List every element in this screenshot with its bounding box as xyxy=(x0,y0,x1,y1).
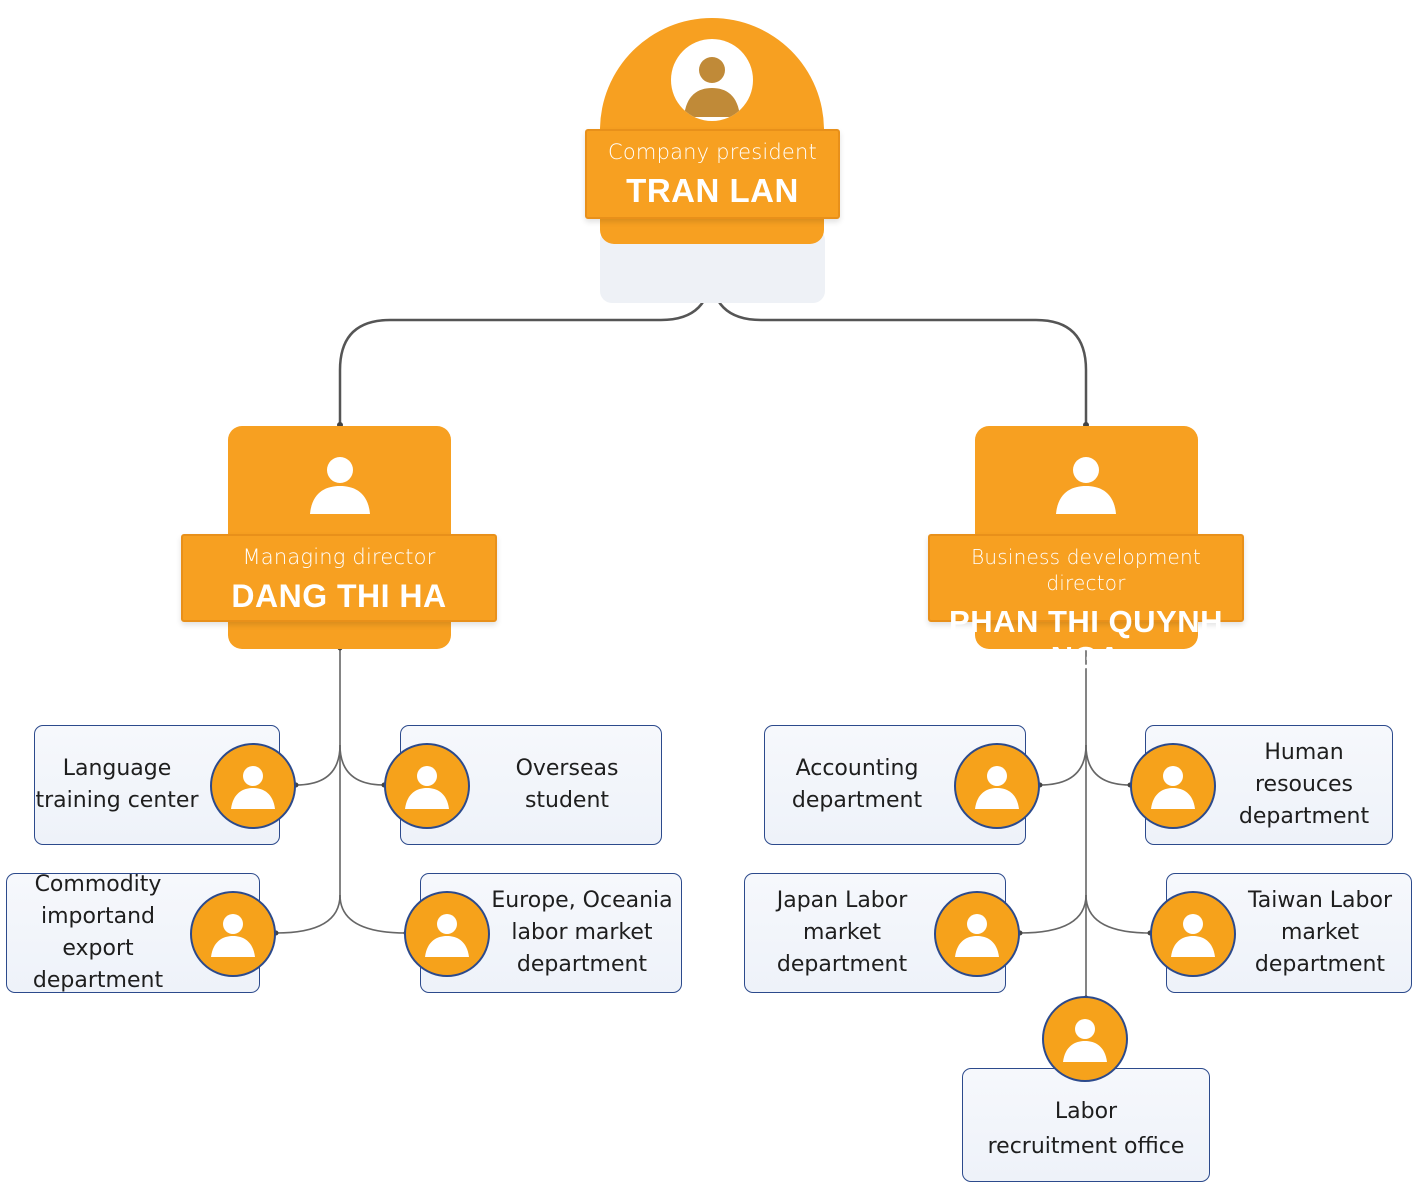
dept-label: Overseas student xyxy=(515,756,619,813)
user-icon xyxy=(404,891,490,977)
dept-label: Labor recruitment office xyxy=(987,1099,1185,1159)
dept-label: Europe, Oceania labor market department xyxy=(491,888,673,977)
president-role: Company president xyxy=(608,140,817,164)
president-banner: Company president TRAN LAN xyxy=(585,129,840,219)
user-icon xyxy=(310,457,370,514)
business-director-banner: Business development director PHAN THI Q… xyxy=(928,534,1244,675)
business-director-role: Business development director xyxy=(971,545,1201,595)
connector-overseas xyxy=(339,744,385,786)
managing-director-name: DANG THI HA xyxy=(231,578,447,614)
dept-label: Japan Labor market department xyxy=(776,888,908,977)
user-icon xyxy=(1130,743,1216,829)
user-icon xyxy=(934,891,1020,977)
dept-label: Commodity importand export department xyxy=(32,872,164,993)
connector-japan xyxy=(1019,894,1087,934)
user-icon xyxy=(1056,457,1116,514)
connector-accounting xyxy=(1039,744,1087,786)
managing-director-role: Managing director xyxy=(242,545,436,569)
dept-label: Language training center xyxy=(35,756,199,813)
connector-taiwan xyxy=(1085,894,1151,934)
user-icon xyxy=(954,743,1040,829)
user-icon xyxy=(210,743,296,829)
president-name: TRAN LAN xyxy=(626,172,799,209)
dept-label: Accounting department xyxy=(791,756,923,813)
business-director-name: PHAN THI QUYNH NGA xyxy=(949,604,1223,675)
connector-commodity xyxy=(275,894,341,934)
user-icon xyxy=(384,743,470,829)
user-icon xyxy=(1150,891,1236,977)
dept-label: Human resouces department xyxy=(1238,740,1370,829)
managing-director-banner: Managing director DANG THI HA xyxy=(181,534,497,622)
connector-language xyxy=(295,744,341,786)
user-icon xyxy=(1042,996,1128,1082)
connector-hr xyxy=(1085,744,1131,786)
user-avatar-icon xyxy=(671,39,753,121)
user-icon xyxy=(190,891,276,977)
connector-europe xyxy=(339,894,407,934)
dept-labor-recruitment: Labor recruitment office xyxy=(962,1068,1210,1182)
dept-label: Taiwan Labor market department xyxy=(1247,888,1392,977)
